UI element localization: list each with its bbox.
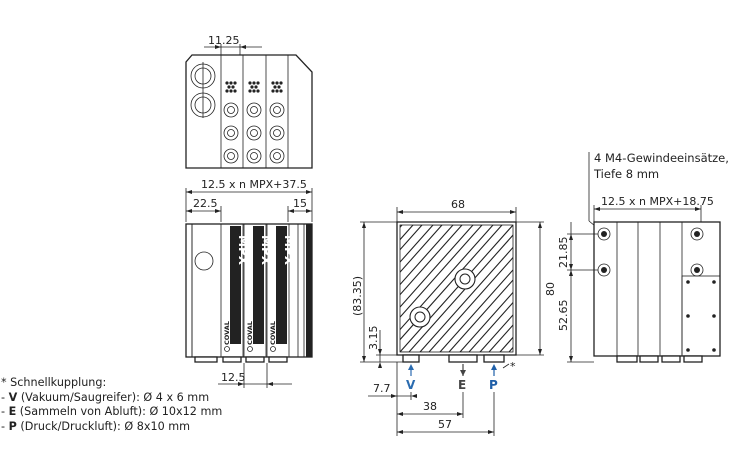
legend-code-e: E — [8, 405, 17, 419]
legend-item-p: - P (Druck/Druckluft): Ø 8x10 mm — [1, 419, 191, 433]
module-brand-3: COVAL — [269, 321, 277, 345]
port-v: V — [406, 364, 416, 392]
dim-side-38: 38 — [423, 400, 437, 413]
asterisk-marker: * — [510, 360, 516, 373]
dim-back-width: 12.5 x n MPX+18.75 — [601, 195, 714, 208]
top-modules — [223, 81, 285, 164]
hatch-band — [400, 225, 513, 352]
port-v-label: V — [406, 378, 416, 392]
dim-front-left: 22.5 — [193, 197, 218, 210]
dim-back-21-85: 21.85 — [557, 237, 570, 269]
module-label-2: MPX — [259, 235, 273, 266]
legend-title: * Schnellkupplung: — [1, 376, 107, 389]
back-view: 12.5 x n MPX+18.75 21.85 52.65 — [557, 152, 721, 363]
legend-code-v: V — [8, 390, 18, 404]
module-brand-1: COVAL — [223, 321, 231, 345]
thread-note: 4 M4-Gewindeeinsätze, Tiefe 8 mm — [594, 150, 729, 182]
dim-side-height-ref: (83.35) — [351, 276, 364, 316]
legend-text-e: (Sammeln von Abluft): Ø 10x12 mm — [16, 405, 223, 419]
thread-note-line-1: 4 M4-Gewindeeinsätze, — [594, 151, 729, 165]
mpx-modules: MPX MPX MPX COVAL COVAL COVAL — [220, 223, 296, 358]
dim-front-right: 15 — [293, 197, 307, 210]
module-label-1: MPX — [236, 235, 250, 266]
dim-side-offset: 3.15 — [367, 326, 380, 351]
side-hatch — [400, 225, 513, 352]
dim-top-pitch: 11.25 — [208, 34, 240, 47]
thread-note-line-2: Tiefe 8 mm — [594, 167, 660, 181]
module-brand-2: COVAL — [246, 321, 254, 345]
legend-item-v: - V (Vakuum/Saugreifer): Ø 4 x 6 mm — [1, 390, 210, 404]
port-e-label: E — [458, 378, 466, 392]
hatch-band — [400, 225, 483, 318]
dim-front-bottom: 12.5 — [221, 371, 246, 384]
dim-back-52-65: 52.65 — [557, 300, 570, 332]
legend-item-e: - E (Sammeln von Abluft): Ø 10x12 mm — [1, 405, 223, 419]
legend-code-p: P — [8, 419, 17, 433]
port-e: E — [458, 364, 466, 392]
dim-side-57: 57 — [438, 418, 452, 431]
dim-front-total: 12.5 x n MPX+37.5 — [201, 178, 307, 191]
front-view: 12.5 x n MPX+37.5 22.5 15 MPX MPX — [185, 178, 313, 388]
side-view: 68 (83.35) 3.15 80 — [351, 198, 557, 436]
dim-side-height: 80 — [544, 282, 557, 296]
top-view: 11.25 — [185, 34, 313, 169]
hatch-band — [419, 246, 513, 352]
port-p-label: P — [489, 378, 498, 392]
module-label-3: MPX — [282, 235, 296, 266]
dim-side-width: 68 — [451, 198, 465, 211]
legend: * Schnellkupplung: - V (Vakuum/Saugreife… — [1, 376, 222, 434]
port-p: P — [489, 364, 498, 392]
hatch-band — [400, 225, 503, 341]
hatch-band — [400, 225, 463, 296]
legend-text-v: (Vakuum/Saugreifer): Ø 4 x 6 mm — [17, 390, 210, 404]
dim-side-7-7: 7.7 — [373, 382, 391, 395]
legend-text-p: (Druck/Druckluft): Ø 8x10 mm — [16, 419, 191, 433]
